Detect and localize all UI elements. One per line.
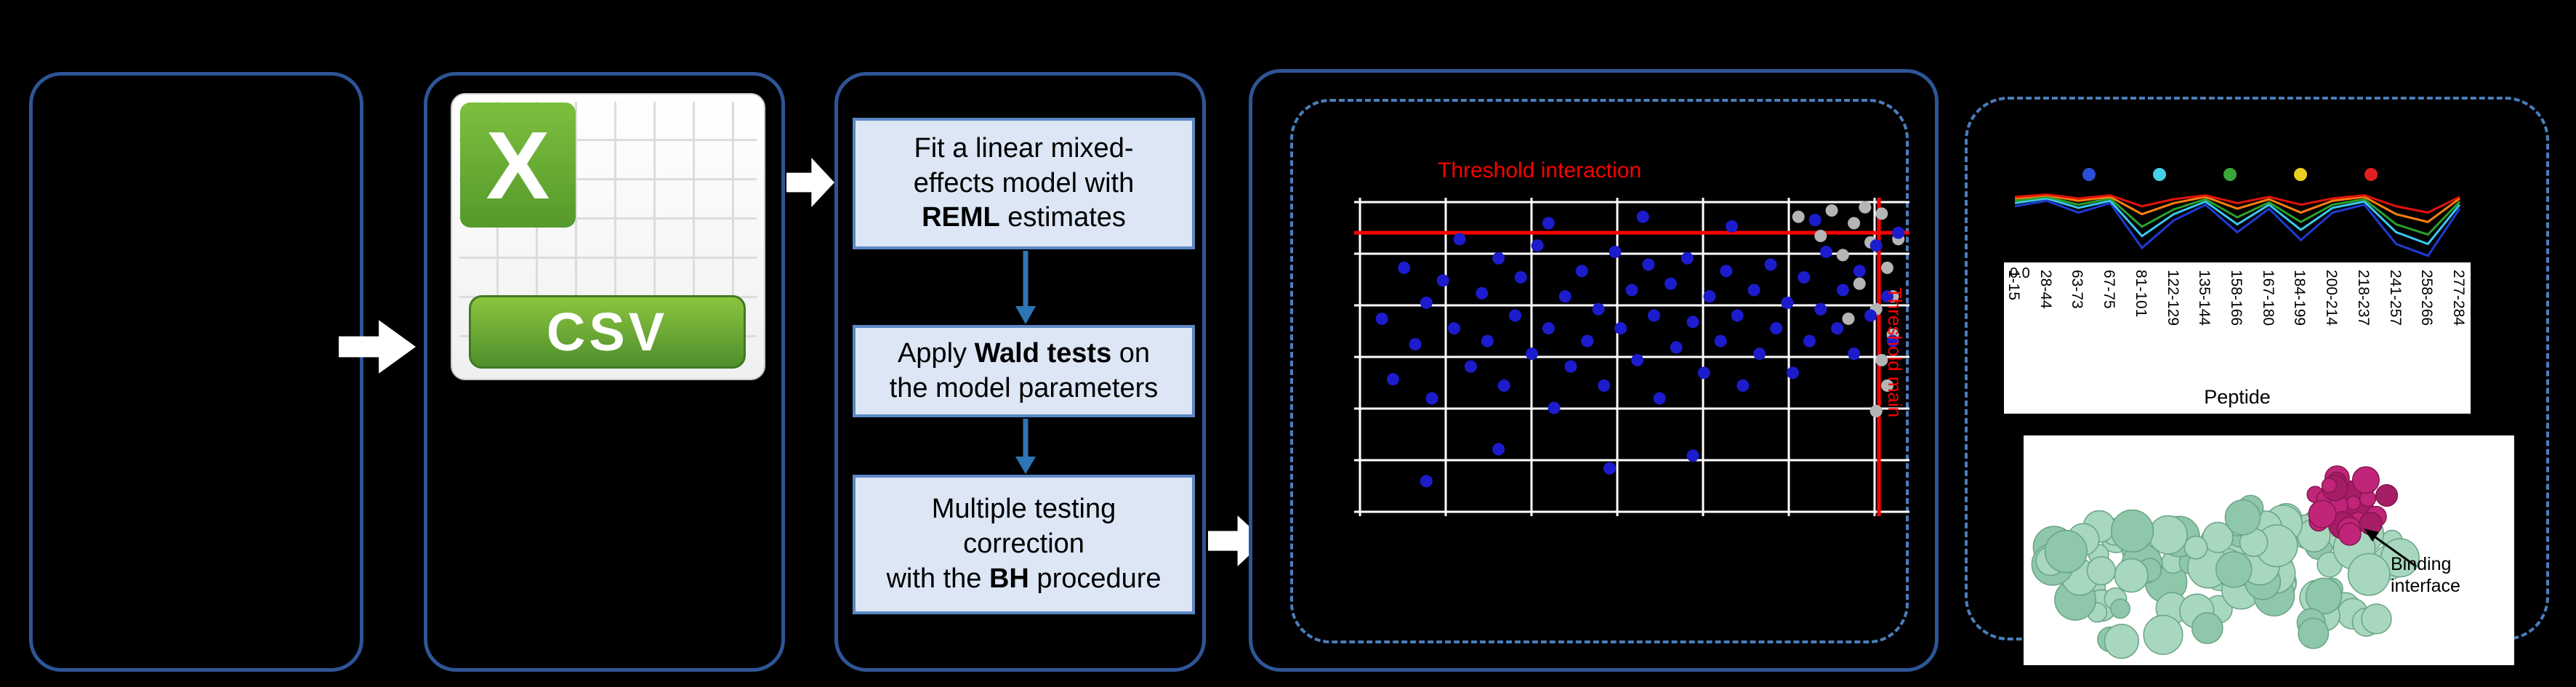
threshold-main-label: Threshold main — [1884, 287, 1906, 418]
peptide-tick-label: 258-266 — [2418, 270, 2436, 326]
peptide-tick-label: 135-144 — [2196, 270, 2213, 326]
panel-results: 0.0 1-15 28-44 63-73 67-75 81-101 122-129 135-… — [1965, 97, 2549, 665]
panel-csv-file: X CSV — [424, 72, 785, 672]
excel-x-letter: X — [486, 111, 550, 219]
peptide-tick-label: 1-15 — [2005, 270, 2022, 301]
volcano-scatter-plot — [1354, 198, 1909, 516]
csv-format-label: CSV — [546, 302, 669, 362]
peptide-tick-label: 63-73 — [2069, 270, 2086, 309]
excel-x-logo: X — [460, 103, 576, 228]
peptide-profile-chart — [2014, 168, 2461, 257]
peptide-tick-label: 122-129 — [2164, 270, 2181, 326]
peptide-tick-label: 277-284 — [2450, 270, 2467, 326]
protein-structure-image: Binding interface — [2024, 435, 2514, 665]
peptide-tick-label: 81-101 — [2132, 270, 2149, 318]
panel-input — [29, 72, 363, 672]
panel-volcano-plot: Threshold interaction Threshold main — [1249, 69, 1939, 672]
peptide-tick-label: 184-199 — [2291, 270, 2309, 326]
peptide-tick-label: 241-257 — [2386, 270, 2404, 326]
x-axis-title: Peptide — [2204, 386, 2271, 408]
csv-file-icon: X CSV — [451, 93, 765, 380]
protein-surface-render — [2031, 465, 2420, 659]
threshold-interaction-label: Threshold interaction — [1438, 158, 1642, 182]
flow-arrow-2-icon — [786, 157, 834, 208]
peptide-tick-label: 67-75 — [2101, 270, 2118, 309]
peptide-tick-label: 158-166 — [2228, 270, 2245, 326]
binding-interface-label: Binding interface — [2391, 554, 2460, 596]
peptide-axis-box: 0.0 1-15 28-44 63-73 67-75 81-101 122-129 135-… — [2004, 262, 2471, 414]
dashed-frame-volcano — [1290, 99, 1909, 643]
peptide-tick-label: 28-44 — [2037, 270, 2054, 309]
peptide-tick-label: 200-214 — [2323, 270, 2340, 326]
down-arrow-icon — [1015, 419, 1036, 474]
peptide-tick-label: 218-237 — [2354, 270, 2372, 326]
csv-format-badge: CSV — [469, 295, 746, 369]
y-axis-tick-label: 0.0 — [2010, 265, 2030, 281]
peptide-tick-label: 167-180 — [2259, 270, 2277, 326]
down-arrow-icon — [1015, 251, 1036, 324]
